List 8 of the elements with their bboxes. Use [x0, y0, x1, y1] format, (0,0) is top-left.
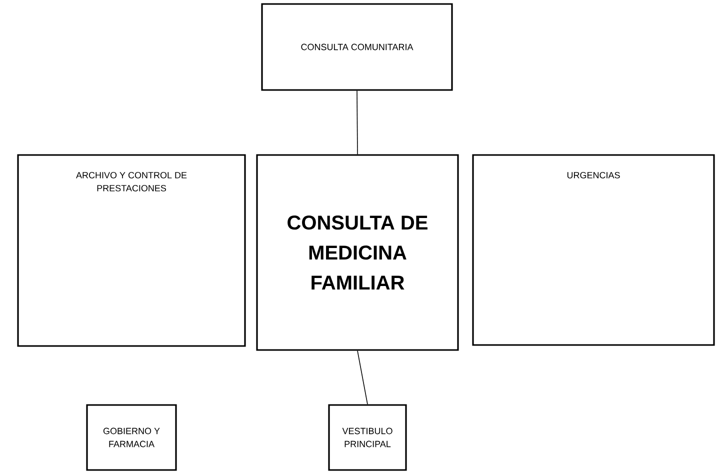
text-box: GOBIERNO Y FARMACIA	[86, 404, 177, 471]
text-box: URGENCIAS	[472, 154, 715, 346]
text-box: CONSULTA DE MEDICINA FAMILIAR	[256, 154, 459, 351]
connector-line	[357, 350, 368, 405]
connector-line	[356, 90, 358, 155]
text-box: CONSULTA COMUNITARIA	[261, 3, 453, 91]
text-box: ARCHIVO Y CONTROL DE PRESTACIONES	[17, 154, 246, 347]
text-box: VESTIBULO PRINCIPAL	[328, 404, 407, 471]
